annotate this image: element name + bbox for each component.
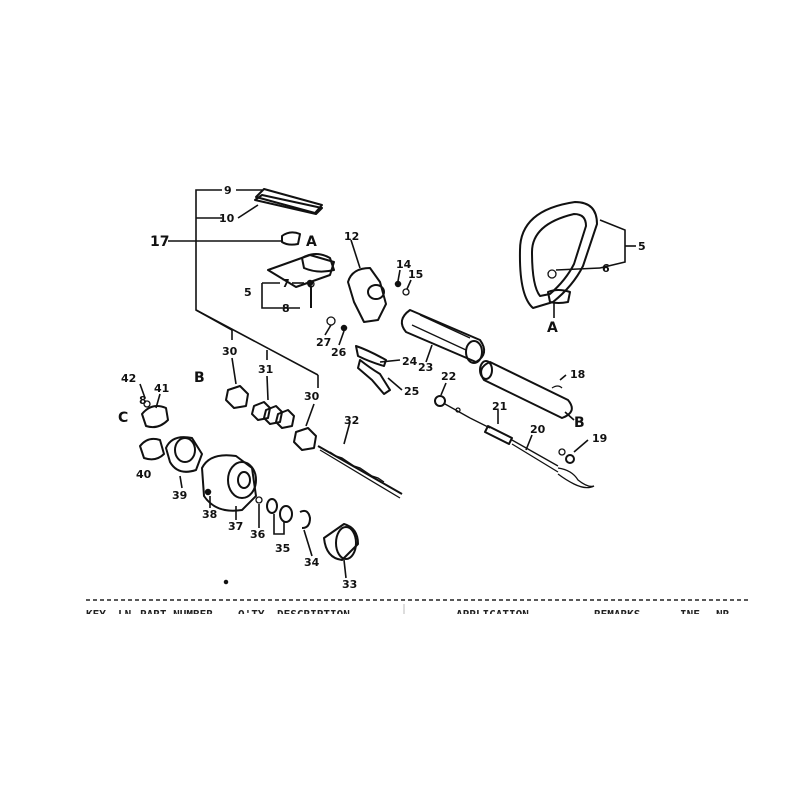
part-41-cap [141, 405, 169, 429]
part-35-washer-b [279, 505, 293, 523]
callout-34: 34 [304, 556, 320, 569]
part-33-rim [335, 526, 357, 560]
callout-21: 21 [492, 400, 507, 413]
scan-dot [223, 579, 229, 585]
callout-40: 40 [136, 468, 152, 481]
part-39-bore [174, 437, 196, 463]
leader-lines-left [168, 189, 319, 388]
callout-25: 25 [404, 385, 419, 398]
callout-19: 19 [592, 432, 607, 445]
callout-B-right: B [574, 415, 585, 431]
part-15-nut [402, 288, 410, 296]
callout-12: 12 [344, 230, 359, 243]
callout-20: 20 [530, 423, 546, 436]
callout-30-upper: 30 [222, 345, 238, 358]
group-bushings [225, 357, 403, 499]
part-26-pin [340, 324, 348, 332]
callout-30-lower: 30 [304, 390, 320, 403]
part-5-loop-outer [518, 201, 598, 309]
callout-8-small: 8 [139, 394, 147, 407]
callout-6: 6 [602, 262, 610, 275]
part-31-bushing-b [263, 405, 283, 425]
part-21-adjuster [484, 425, 513, 445]
callout-31: 31 [258, 363, 273, 376]
part-17-clip [281, 231, 301, 246]
part-23-end [465, 340, 483, 364]
callout-14: 14 [396, 258, 412, 271]
part-8b-screw [143, 400, 151, 408]
callout-22: 22 [441, 370, 456, 383]
callout-36: 36 [250, 528, 266, 541]
part-27-washer [326, 316, 336, 326]
callout-10: 10 [219, 212, 235, 225]
callout-15: 15 [408, 268, 423, 281]
callout-26: 26 [331, 346, 347, 359]
callout-41: 41 [154, 382, 169, 395]
group-shaft [479, 360, 575, 421]
part-33-cup [323, 523, 359, 561]
callout-labels: 9 10 17 A 7 5 8 12 14 15 27 26 24 23 25 … [118, 184, 646, 591]
part-19-nut [565, 454, 575, 464]
callout-C: C [118, 410, 128, 426]
callout-24: 24 [402, 355, 418, 368]
callout-8: 8 [282, 302, 290, 315]
group-handle-bracket [324, 239, 412, 395]
group-grip [400, 309, 486, 364]
callout-17: 17 [150, 234, 169, 250]
part-18-clip [551, 385, 563, 389]
part-30-bushing-lower [293, 427, 317, 451]
part-38-screw [204, 488, 212, 496]
callout-35: 35 [275, 542, 290, 555]
part-37-gear-case [201, 454, 257, 512]
part-10-plate [254, 194, 323, 215]
part-14-screw [394, 280, 402, 288]
callout-B-left: B [194, 370, 205, 386]
part-22-knob [434, 395, 446, 407]
callout-18: 18 [570, 368, 585, 381]
part-35-washer-a [266, 498, 278, 514]
callout-37: 37 [228, 520, 243, 533]
part-12-housing [347, 267, 387, 323]
part-18-tube [480, 361, 573, 419]
callout-39: 39 [172, 489, 187, 502]
callout-23: 23 [418, 361, 433, 374]
group-gearhead [139, 383, 359, 579]
callout-33: 33 [342, 578, 357, 591]
group-throttle-cable [434, 382, 595, 489]
part-39-housing [165, 436, 203, 473]
part-36-key [255, 496, 263, 504]
part-37-hub [237, 471, 251, 489]
part-25-trigger [357, 359, 391, 395]
group-loop-handle [518, 201, 636, 318]
part-30-bushing-upper [225, 385, 249, 409]
part-18-end [479, 360, 493, 380]
part-20-cable [557, 467, 595, 489]
group-left-bracket [254, 188, 335, 308]
part-31-bushing-a [251, 401, 271, 421]
callout-27: 27 [316, 336, 331, 349]
part-8-head [307, 280, 315, 288]
part-32-drive-shaft [317, 445, 403, 495]
part-7-boss [301, 253, 335, 273]
callout-32: 32 [344, 414, 359, 427]
callout-9: 9 [224, 184, 232, 197]
part-5-loop-inner [531, 213, 587, 297]
part-37-flange [227, 461, 257, 499]
callout-A-top: A [306, 234, 317, 250]
part-6-screw [547, 269, 557, 279]
part-31-bushing-c [275, 409, 295, 429]
part-12-bore [367, 284, 385, 300]
callout-A-bottom: A [547, 320, 558, 336]
callout-38: 38 [202, 508, 217, 521]
part-34-circlip [299, 509, 311, 529]
part-40-collar [139, 437, 165, 461]
callout-7: 7 [282, 277, 290, 290]
part-24-lever [355, 345, 387, 367]
callout-42: 42 [121, 372, 136, 385]
crop-mask [0, 614, 800, 800]
callout-5-left: 5 [244, 286, 252, 299]
callout-5-right: 5 [638, 240, 646, 253]
